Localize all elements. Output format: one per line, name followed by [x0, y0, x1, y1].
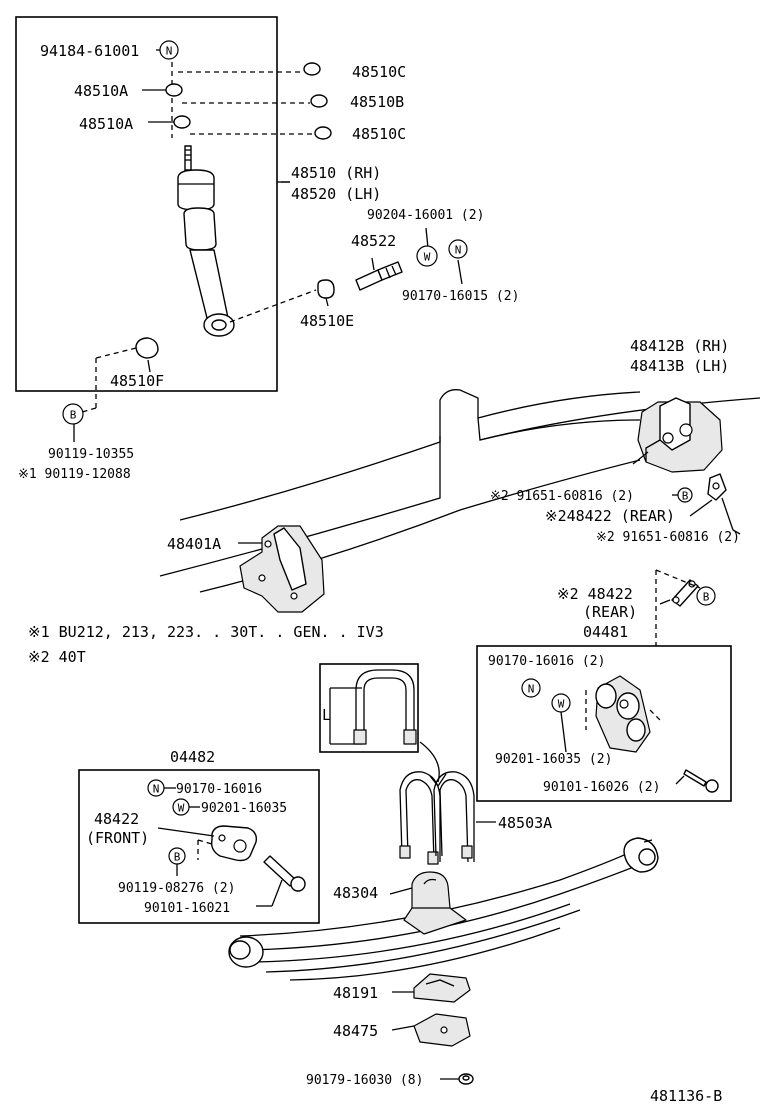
symbol-b-icon: B: [168, 847, 186, 865]
spring-pad-icon: [413, 973, 471, 1003]
label-48401a: 48401A: [167, 535, 221, 553]
label-94184: 94184-61001: [40, 42, 139, 60]
svg-text:W: W: [178, 802, 185, 815]
label-48510a-1: 48510A: [74, 82, 128, 100]
note-1: ※1 BU212, 213, 223. . 30T. . GEN. . IV3: [28, 623, 384, 641]
label-90170-16016-2: 90170-16016 (2): [488, 654, 605, 669]
label-90119-08276: 90119-08276 (2): [118, 881, 235, 896]
label-48412b: 48412B (RH): [630, 337, 729, 355]
leaf-spring-icon: [228, 837, 659, 981]
svg-text:N: N: [166, 45, 173, 58]
symbol-w-icon: W: [551, 693, 571, 713]
svg-text:W: W: [424, 251, 431, 264]
label-48510c-bot: 48510C: [352, 125, 406, 143]
u-bolt-inset-box: [319, 663, 419, 753]
label-48522: 48522: [351, 232, 396, 250]
label-04481: 04481: [583, 623, 628, 641]
label-91651-b: ※2 91651-60816 (2): [596, 530, 740, 545]
label-48422-front-2: (FRONT): [86, 829, 149, 847]
label-48520-lh: 48520 (LH): [291, 185, 381, 203]
label-90101-16021: 90101-16021: [144, 901, 230, 916]
symbol-n-icon: N: [448, 239, 468, 259]
symbol-n-icon: N: [159, 40, 179, 60]
label-90119-12088: ※1 90119-12088: [18, 467, 131, 482]
label-90179: 90179-16030 (8): [306, 1073, 423, 1088]
symbol-b-icon: B: [696, 586, 716, 606]
shock-absorber-box: [15, 16, 278, 392]
label-90201-16035-2: 90201-16035 (2): [495, 752, 612, 767]
symbol-b-icon: B: [677, 487, 693, 503]
label-91651-a: ※2 91651-60816 (2): [490, 489, 634, 504]
label-90204: 90204-16001 (2): [367, 208, 484, 223]
svg-text:B: B: [174, 851, 181, 864]
svg-text:B: B: [70, 409, 77, 422]
svg-text:W: W: [558, 698, 565, 711]
shackle-kit-box-04482: [78, 769, 320, 924]
label-90170-16015: 90170-16015 (2): [402, 289, 519, 304]
svg-text:N: N: [528, 683, 535, 696]
svg-text:N: N: [455, 244, 462, 257]
label-48304: 48304: [333, 884, 378, 902]
bolt-icon: [263, 855, 306, 892]
u-bolt-icon: [329, 669, 417, 745]
label-48510a-2: 48510A: [79, 115, 133, 133]
bracket-icon: [239, 525, 325, 613]
svg-text:B: B: [682, 490, 689, 503]
label-inset-l: L: [322, 706, 331, 724]
symbol-n-icon: N: [521, 678, 541, 698]
symbol-w-icon: W: [416, 245, 438, 267]
label-90101-16026: 90101-16026 (2): [543, 780, 660, 795]
svg-text:B: B: [703, 591, 710, 604]
label-48510e: 48510E: [300, 312, 354, 330]
label-48510f: 48510F: [110, 372, 164, 390]
spring-shackle-icon: [197, 825, 258, 862]
label-48475: 48475: [333, 1022, 378, 1040]
spring-shackle-icon: [671, 473, 727, 607]
bushing-icon: [135, 62, 335, 359]
symbol-w-icon: W: [172, 798, 190, 816]
shock-absorber-icon: [171, 62, 235, 337]
label-90119-10355: 90119-10355: [48, 447, 134, 462]
label-90201-16035: 90201-16035: [201, 801, 287, 816]
label-48422-a: ※248422 (REAR): [545, 507, 675, 525]
diagram-id: 481136-B: [650, 1087, 722, 1105]
label-90170-16016: 90170-16016: [176, 782, 262, 797]
label-48413b: 48413B (LH): [630, 357, 729, 375]
bolt-icon: [683, 769, 719, 793]
shackle-kit-box-04481: [476, 645, 732, 802]
label-48510b: 48510B: [350, 93, 404, 111]
bolt-icon: [355, 261, 403, 291]
label-04482: 04482: [170, 748, 215, 766]
note-2: ※2 40T: [28, 648, 86, 666]
u-bolt-icon: [399, 771, 475, 865]
label-48191: 48191: [333, 984, 378, 1002]
label-48422-b: ※2 48422: [557, 585, 633, 603]
spring-plate-icon: [413, 1013, 471, 1047]
bracket-icon: [637, 397, 723, 473]
label-48510c-top: 48510C: [352, 63, 406, 81]
svg-text:N: N: [153, 783, 160, 796]
label-48422-rear: (REAR): [583, 603, 637, 621]
symbol-n-icon: N: [147, 779, 165, 797]
symbol-b-icon: B: [62, 403, 84, 425]
label-48422-front-1: 48422: [94, 810, 139, 828]
label-48503a: 48503A: [498, 814, 552, 832]
label-48510-rh: 48510 (RH): [291, 164, 381, 182]
nut-icon: [458, 1073, 474, 1085]
spring-shackle-icon: [585, 675, 663, 753]
spring-seat-icon: [403, 871, 467, 935]
